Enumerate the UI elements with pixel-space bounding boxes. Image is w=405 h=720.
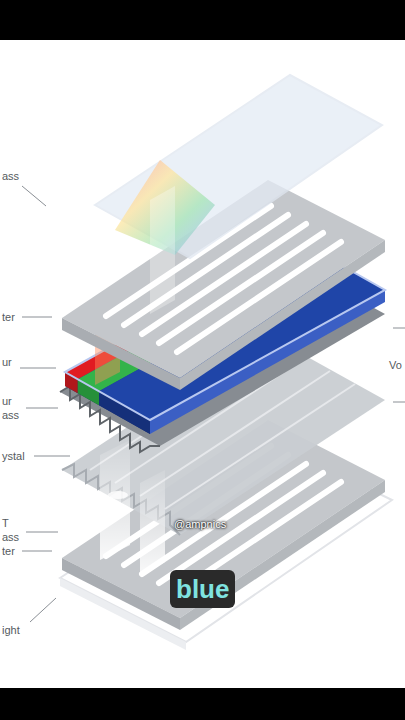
part-label: ight xyxy=(2,623,28,637)
part-label: ass xyxy=(2,169,22,183)
part-label: ter xyxy=(2,310,22,324)
watermark: @ampnics xyxy=(174,518,226,530)
part-label: T ass xyxy=(2,516,24,544)
part-label: ter xyxy=(2,544,22,558)
subtitle-caption: blue xyxy=(170,570,235,608)
part-label: ystal xyxy=(2,449,34,463)
part-label: Vo xyxy=(389,358,404,372)
part-label: ur xyxy=(2,355,18,369)
part-label: ur ass xyxy=(2,394,24,422)
